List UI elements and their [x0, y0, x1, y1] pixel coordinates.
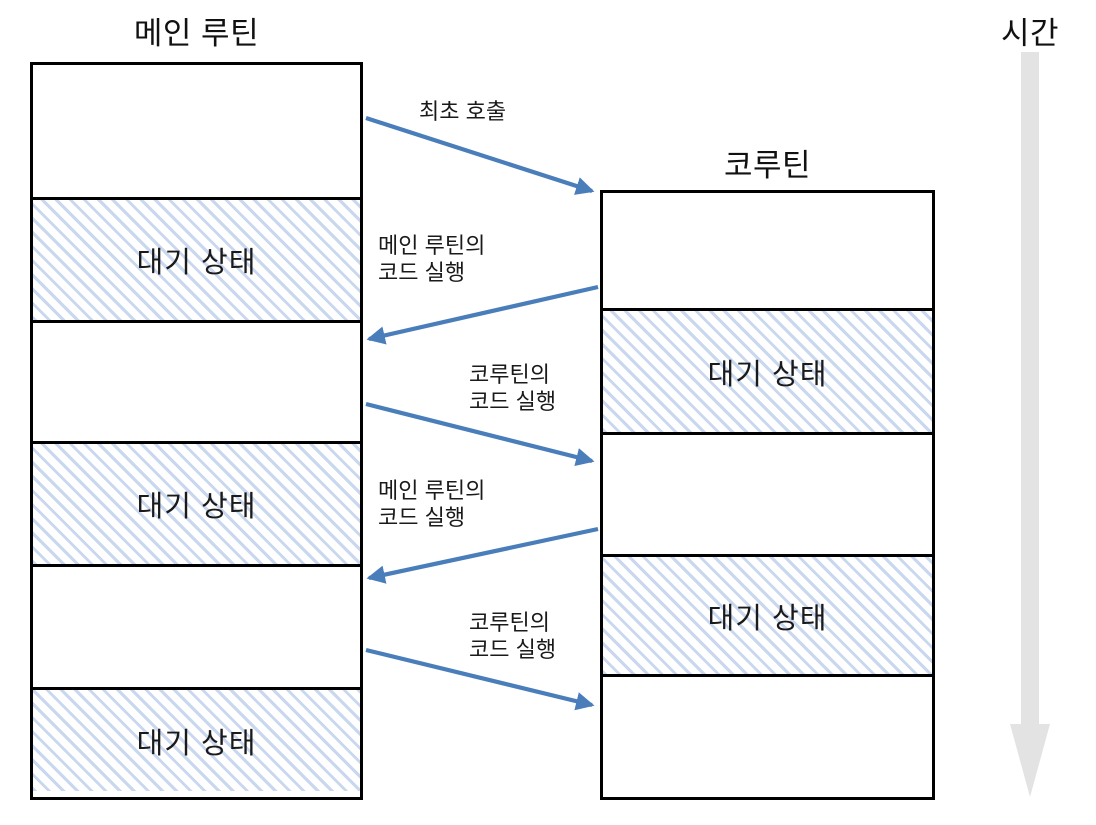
main-routine-segment-2-waiting: 대기 상태 — [33, 197, 360, 320]
segment-label: 대기 상태 — [707, 358, 828, 391]
arrow-main-code-exec-1 — [366, 284, 599, 345]
main-routine-title: 메인 루틴 — [133, 16, 260, 51]
arrow-label-main-code-exec-1: 메인 루틴의 코드 실행 — [378, 233, 486, 285]
coroutine-column: 대기 상태 대기 상태 — [600, 190, 935, 800]
arrow-label-first-call: 최초 호출 — [419, 99, 507, 124]
segment-label: 대기 상태 — [136, 247, 257, 279]
main-routine-segment-6-waiting: 대기 상태 — [33, 687, 360, 791]
arrow-label-coroutine-code-exec-2: 코루틴의 코드 실행 — [469, 610, 557, 662]
arrow-main-code-exec-2 — [366, 526, 599, 584]
segment-label: 대기 상태 — [707, 602, 828, 635]
time-axis-title: 시간 — [1000, 16, 1060, 51]
coroutine-segment-4-waiting: 대기 상태 — [603, 554, 932, 674]
coroutine-title: 코루틴 — [723, 148, 812, 183]
main-routine-segment-3 — [33, 320, 360, 441]
coroutine-segment-2-waiting: 대기 상태 — [603, 308, 932, 432]
time-arrow-shape — [1010, 52, 1050, 797]
coroutine-segment-5 — [603, 674, 932, 788]
arrow-label-coroutine-code-exec-1: 코루틴의 코드 실행 — [469, 362, 557, 414]
main-routine-segment-4-waiting: 대기 상태 — [33, 441, 360, 564]
segment-label: 대기 상태 — [136, 727, 257, 760]
arrow-label-main-code-exec-2: 메인 루틴의 코드 실행 — [378, 478, 486, 530]
segment-label: 대기 상태 — [136, 491, 257, 523]
main-routine-segment-5 — [33, 564, 360, 687]
arrow-first-call — [365, 116, 595, 195]
coroutine-segment-3 — [603, 432, 932, 554]
main-routine-column: 대기 상태 대기 상태 대기 상태 — [30, 62, 363, 800]
main-routine-segment-1 — [33, 65, 360, 197]
time-direction-arrow — [1010, 52, 1050, 797]
coroutine-segment-1 — [603, 193, 932, 308]
